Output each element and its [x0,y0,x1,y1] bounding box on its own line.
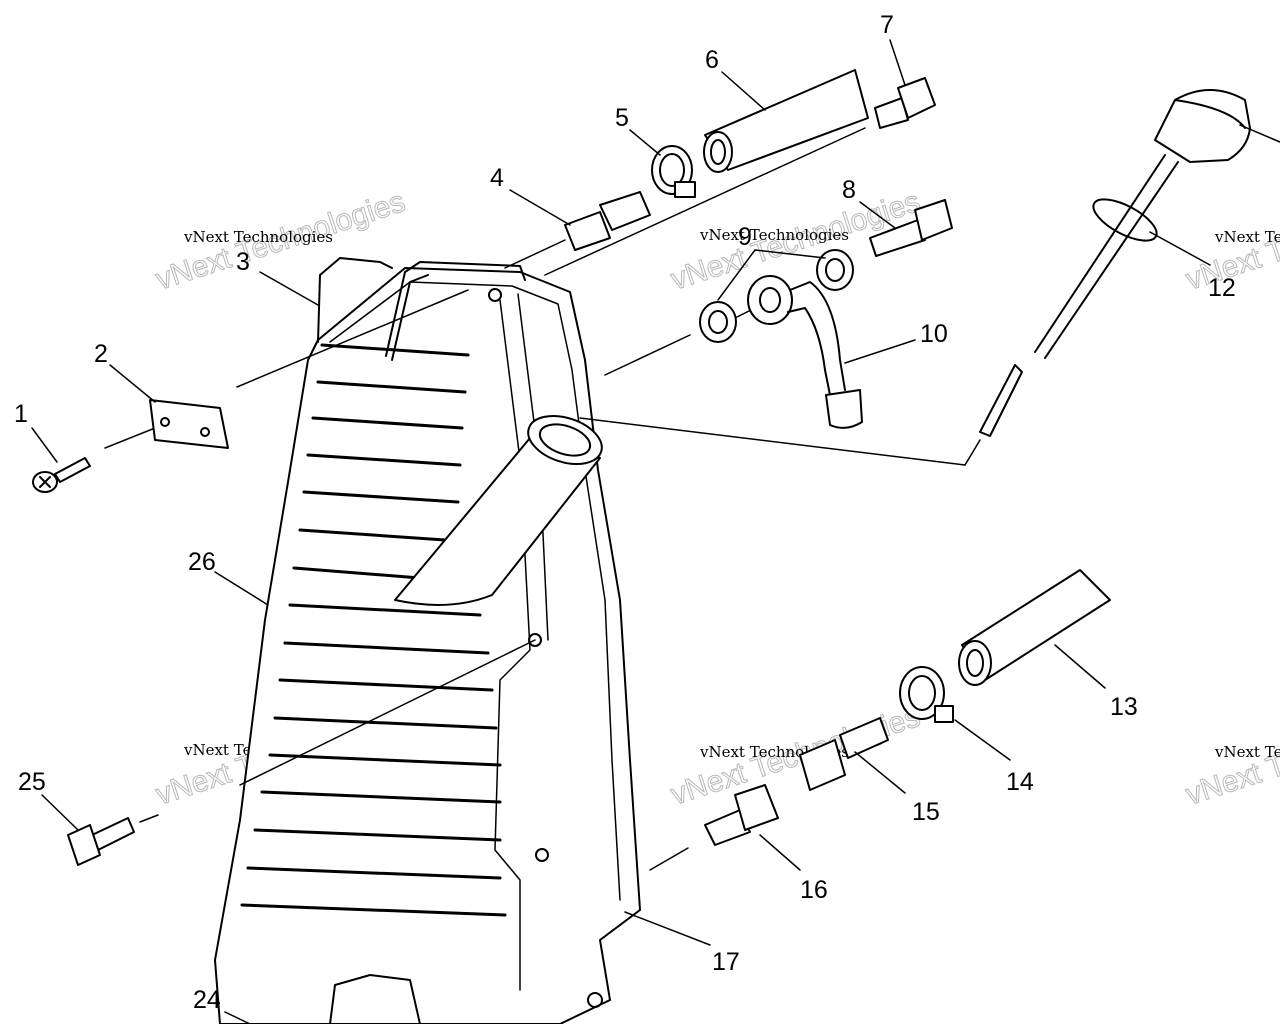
callout-1: 1 [14,400,28,428]
plug-part-16 [704,784,779,846]
fitting-part-15 [799,717,889,791]
watermark-bottom-right: vNext Technologies vNext Technologies [1181,700,1280,813]
callout-4: 4 [490,164,504,192]
callout-3: 3 [236,248,250,276]
callout-10: 10 [920,320,948,348]
clamp-part-14 [899,666,954,723]
callout-15: 15 [912,798,940,826]
callout-24: 24 [193,986,221,1014]
bolt-part-25 [67,817,135,866]
plate-part-2 [149,399,229,449]
callout-numbers: 1 2 3 4 5 6 7 8 9 10 12 13 14 15 16 17 2… [14,11,1236,1014]
clamp-part-5 [651,145,696,198]
svg-text:vNext Technologies: vNext Technologies [699,226,849,244]
screw-part-1 [32,457,91,493]
callout-17: 17 [712,948,740,976]
callout-6: 6 [705,46,719,74]
callout-26: 26 [188,548,216,576]
callout-2: 2 [94,340,108,368]
callout-8: 8 [842,176,856,204]
washer-part-9 [699,249,854,343]
banjo-fitting-part-10 [747,275,863,429]
bolt-part-8 [869,199,953,257]
callout-25: 25 [18,768,46,796]
watermark-top-left: vNext Technologies vNext Technologies [151,185,409,298]
svg-text:vNext Technologies: vNext Technologies [1214,228,1280,246]
svg-text:vNext Technologies: vNext Technologies [183,228,333,246]
callout-14: 14 [1006,768,1034,796]
bolt-part-7 [874,77,936,129]
callout-5: 5 [615,104,629,132]
oil-tank-body [214,267,641,1024]
tank-strap [317,257,526,361]
callout-12: 12 [1208,274,1236,302]
fitting-part-4 [564,191,651,251]
callout-16: 16 [800,876,828,904]
filler-neck [394,415,603,606]
tank-ribs [240,343,507,917]
o-ring-part-12 [1092,198,1158,242]
callout-leaders [31,39,1280,1024]
dipstick-part-11 [979,89,1251,437]
callout-9: 9 [738,223,752,251]
watermark-bottom-center: vNext Technologies vNext Technologies [666,700,924,813]
callout-13: 13 [1110,693,1138,721]
hose-part-6 [703,69,869,173]
svg-text:vNext Technologies: vNext Technologies [1214,743,1280,761]
hose-part-13 [958,569,1111,686]
callout-7: 7 [880,11,894,39]
